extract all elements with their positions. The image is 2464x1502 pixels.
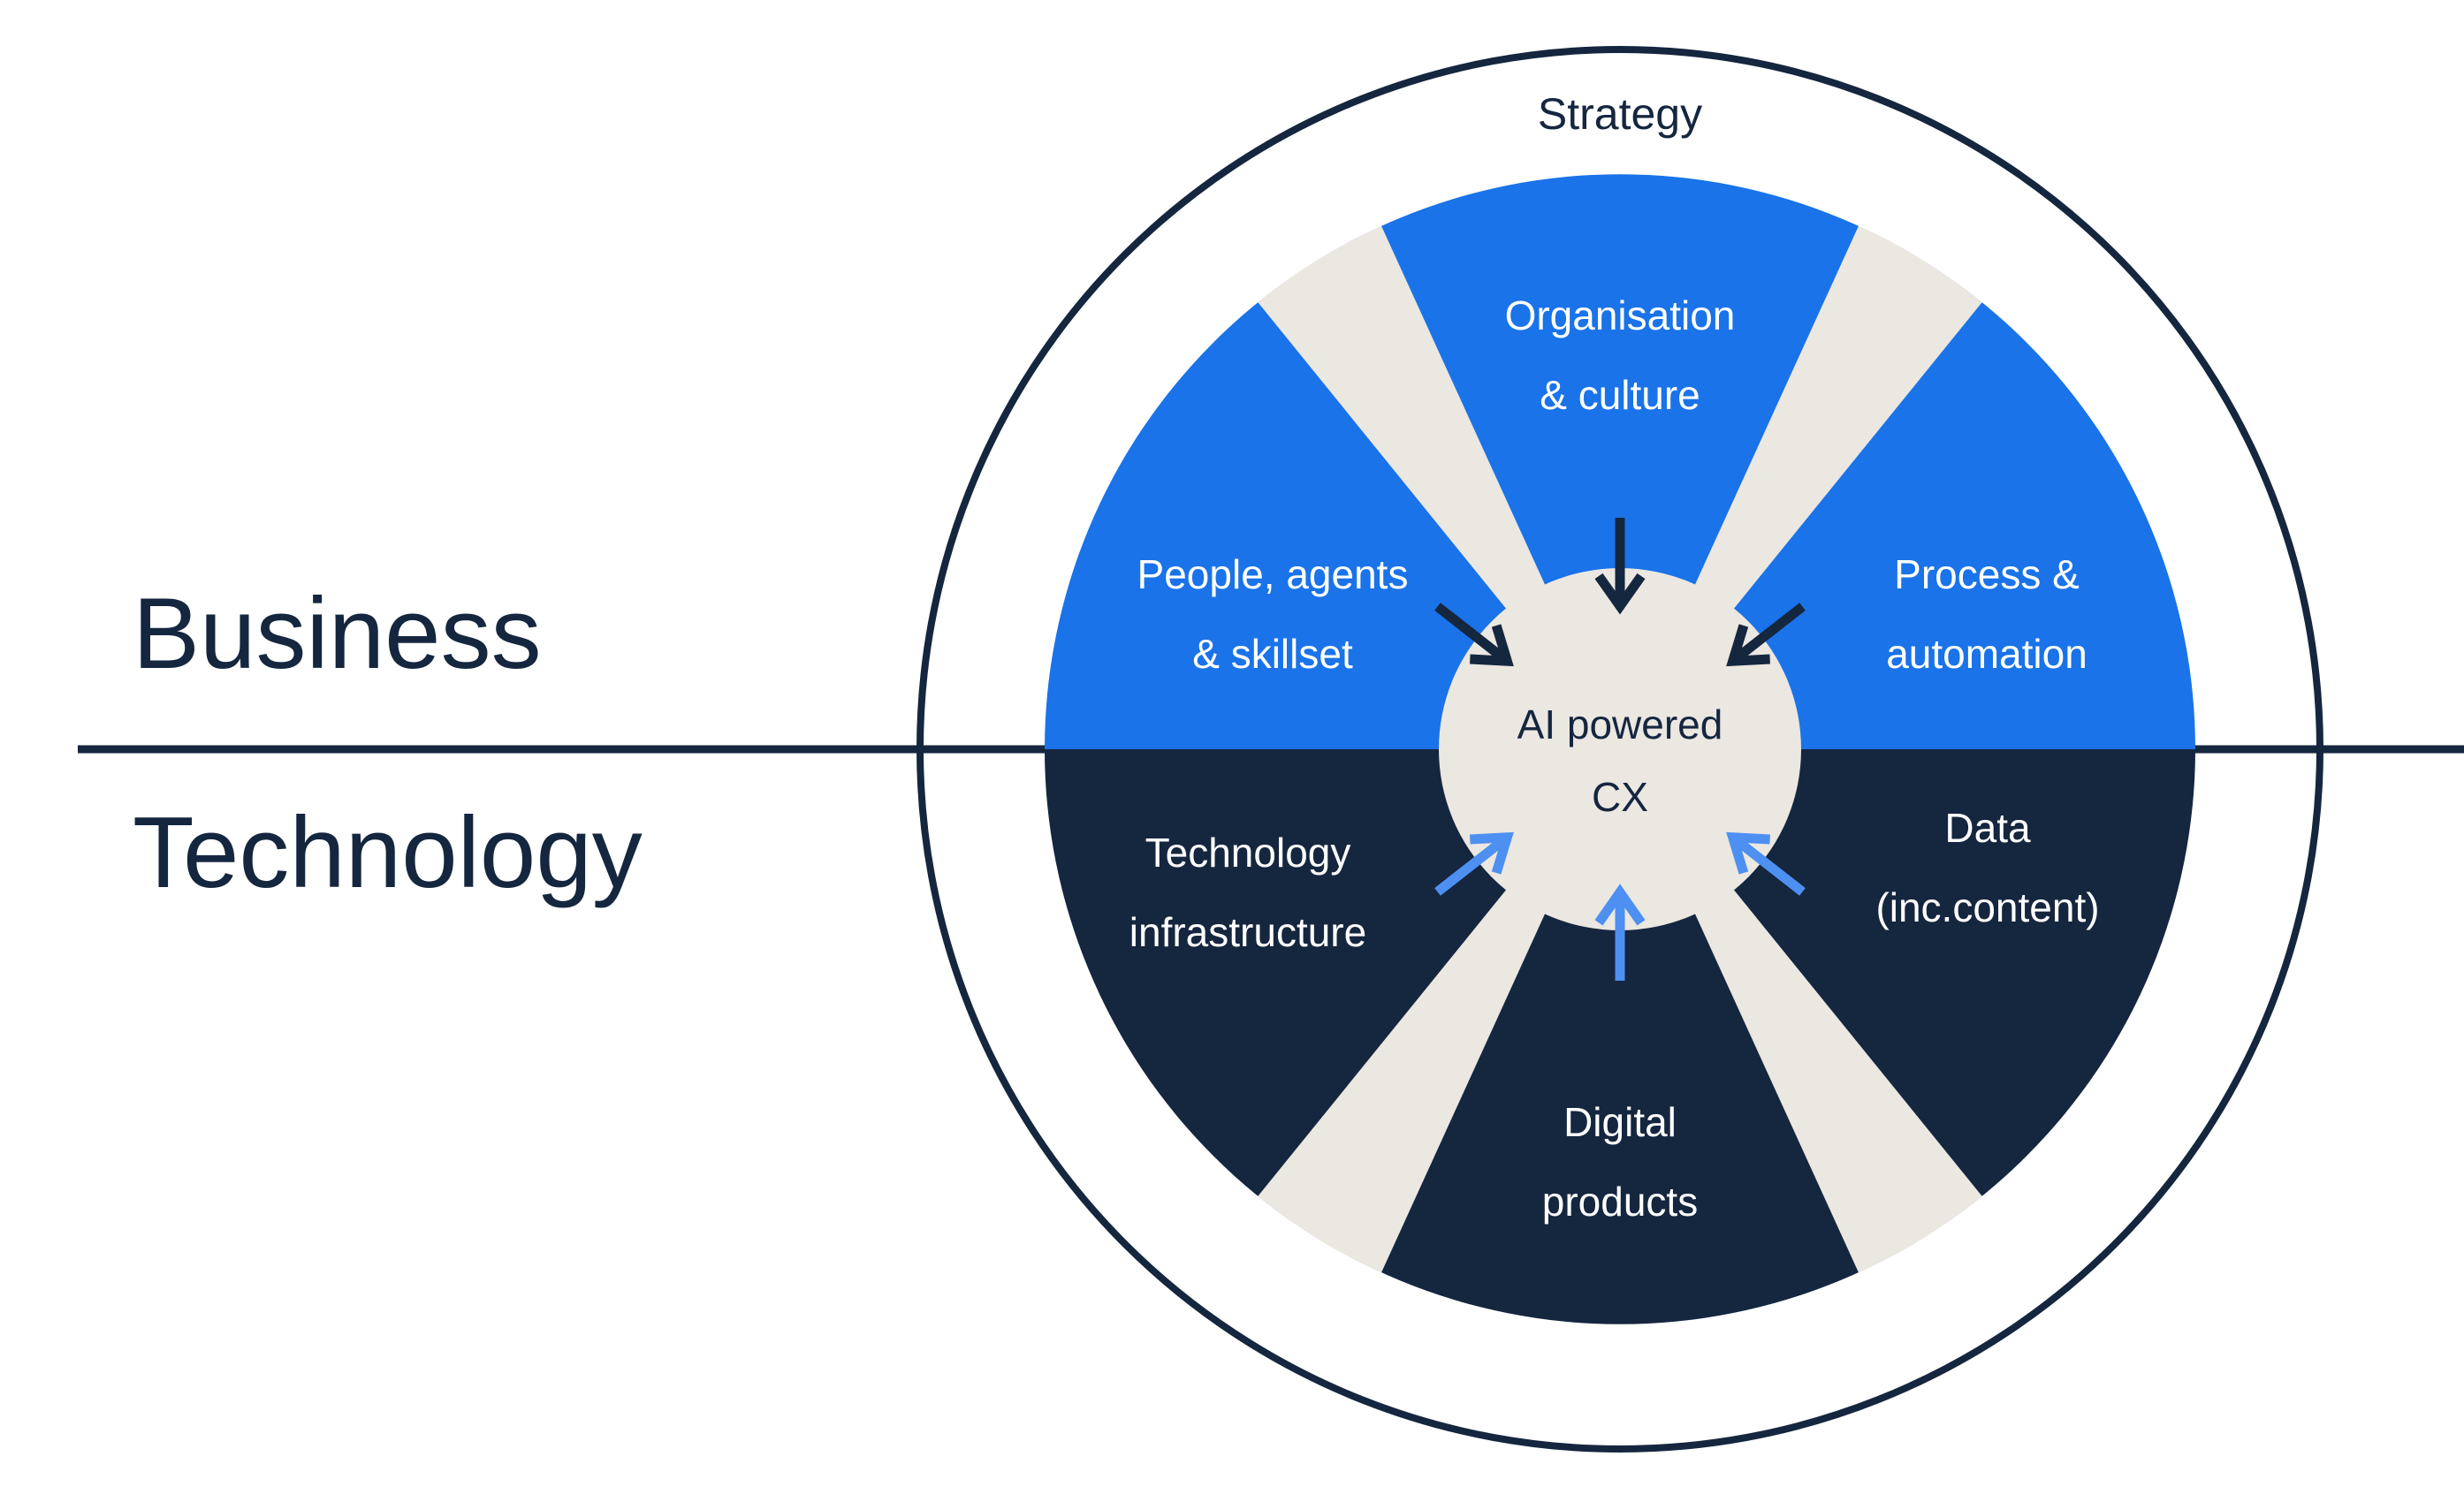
segment-label-data-inc-content: Data (inc.content)	[1875, 805, 2099, 930]
outer-ring-circle	[916, 46, 2323, 1453]
segment-label-line: & culture	[1540, 372, 1700, 418]
segment-label-process-automation: Process & automation	[1886, 551, 2088, 677]
arrow-technology-to-center-icon	[1434, 831, 1514, 896]
segment-label-line: Process &	[1894, 551, 2080, 597]
segment-label-line: Technology	[1145, 830, 1351, 876]
center-label-ai-powered-cx: AI powered CX	[1517, 702, 1723, 820]
business-inward-arrows	[1434, 518, 1806, 667]
segment-label-digital-products: Digital products	[1542, 1099, 1698, 1225]
arrow-data-to-center-icon	[1726, 831, 1806, 896]
segment-label-people-agents-skillset: People, agents & skillset	[1137, 551, 1409, 677]
segment-label-line: products	[1542, 1179, 1698, 1225]
segment-label-line: Digital	[1563, 1099, 1677, 1145]
segment-label-line: Organisation	[1505, 292, 1736, 338]
segment-label-technology-infrastructure: Technology infrastructure	[1129, 830, 1366, 955]
arrow-process-to-center-icon	[1726, 603, 1806, 667]
center-label-line: AI powered	[1517, 702, 1723, 747]
segment-label-line: Data	[1944, 805, 2031, 851]
segment-label-line: People, agents	[1137, 551, 1409, 597]
segment-label-line: infrastructure	[1129, 909, 1366, 955]
technology-inward-arrows	[1434, 831, 1806, 981]
segment-label-line: automation	[1886, 631, 2088, 677]
axis-label-business: Business	[133, 578, 542, 690]
arrow-organisation-to-center-icon	[1594, 518, 1646, 615]
arrow-people-to-center-icon	[1434, 603, 1514, 667]
center-label-line: CX	[1592, 774, 1648, 820]
ring-label-strategy: Strategy	[1538, 89, 1702, 139]
segment-label-line: (inc.content)	[1875, 884, 2099, 930]
arrow-digital-to-center-icon	[1594, 884, 1646, 981]
segment-label-line: & skillset	[1192, 631, 1353, 677]
axis-label-technology: Technology	[133, 797, 643, 909]
segment-label-organisation-culture: Organisation & culture	[1505, 292, 1736, 418]
center-circle	[1439, 568, 1801, 930]
